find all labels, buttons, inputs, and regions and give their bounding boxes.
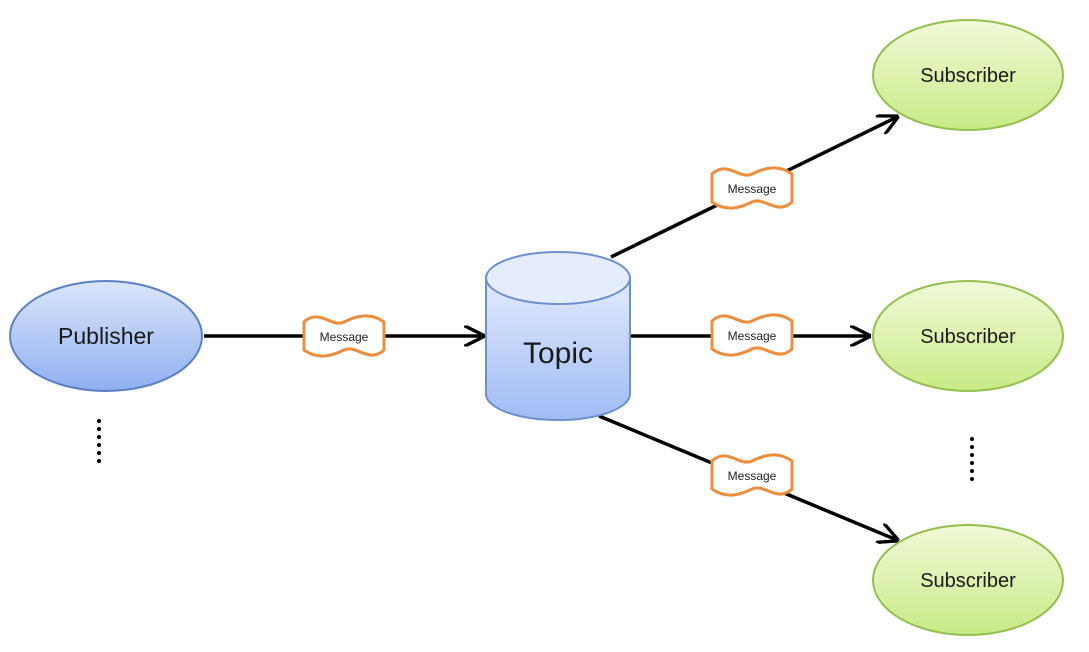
topic-cylinder-top bbox=[485, 251, 631, 305]
publisher-more-indicator bbox=[97, 419, 101, 463]
topic-node: Topic bbox=[485, 251, 631, 421]
subscriber-ellipse bbox=[872, 524, 1064, 636]
subscriber-label: Subscriber bbox=[920, 326, 1016, 348]
topic-cylinder-body bbox=[485, 277, 631, 421]
message-flag-shape bbox=[710, 453, 794, 497]
message-flag-upper: Message bbox=[710, 166, 794, 210]
message-label: Message bbox=[320, 330, 369, 344]
subscriber-node-top: Subscriber bbox=[872, 19, 1064, 131]
subscriber-node-bottom: Subscriber bbox=[872, 524, 1064, 636]
message-flag-shape bbox=[302, 314, 386, 358]
subscriber-node-middle: Subscriber bbox=[872, 280, 1064, 392]
message-flag-shape bbox=[710, 313, 794, 357]
topic-label: Topic bbox=[523, 337, 593, 370]
subscriber-label: Subscriber bbox=[920, 570, 1016, 592]
message-flag-lower: Message bbox=[710, 453, 794, 497]
message-flag-middle: Message bbox=[710, 313, 794, 357]
publisher-node: Publisher bbox=[9, 280, 203, 392]
message-label: Message bbox=[728, 329, 777, 343]
subscriber-ellipse bbox=[872, 19, 1064, 131]
publisher-ellipse bbox=[9, 280, 203, 392]
message-flag-publisher: Message bbox=[302, 314, 386, 358]
subscriber-more-indicator bbox=[970, 437, 974, 481]
subscriber-label: Subscriber bbox=[920, 65, 1016, 87]
message-label: Message bbox=[728, 469, 777, 483]
message-label: Message bbox=[728, 182, 777, 196]
publisher-label: Publisher bbox=[58, 323, 154, 349]
subscriber-ellipse bbox=[872, 280, 1064, 392]
message-flag-shape bbox=[710, 166, 794, 210]
